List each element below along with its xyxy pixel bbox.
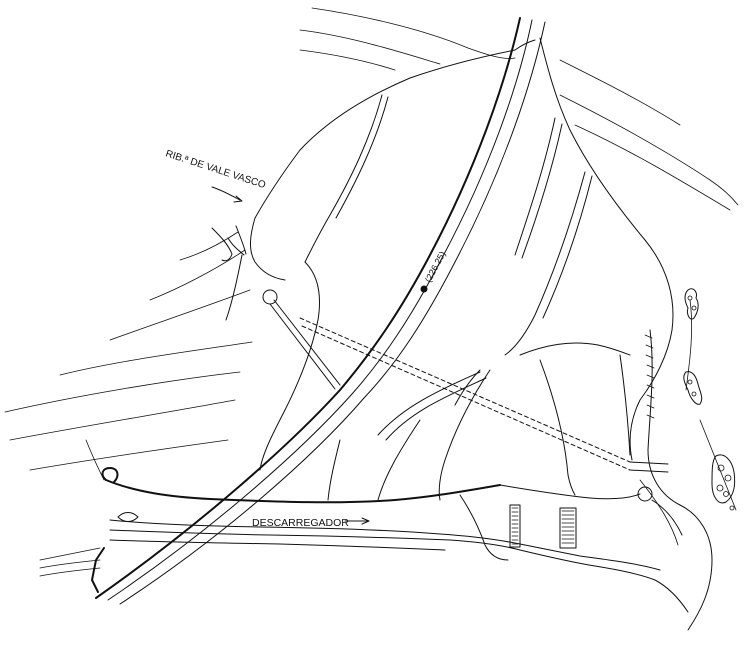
alignment-lines: [269, 299, 669, 473]
dam-body: [95, 17, 593, 605]
stream-channel: [211, 225, 247, 262]
contour-lines: [4, 7, 739, 577]
stream-label: RIB.ª DE VALE VASCO: [164, 148, 267, 191]
rock-outcrops: [683, 288, 736, 511]
spillway-arrow-head: [361, 517, 370, 525]
stream-flow-arrow: [211, 186, 241, 201]
elevation-label: (226.25): [423, 250, 448, 284]
spillway-label: DESCARREGADOR: [252, 517, 349, 529]
stream-arrow-head: [233, 195, 243, 203]
flow-arrows: [211, 186, 370, 525]
intake-tower-left: [262, 289, 278, 305]
elevation-marker: [420, 285, 428, 293]
terrain-outline: [225, 37, 674, 501]
intake-tower-right: [637, 486, 653, 502]
spillway-channel: [91, 467, 689, 613]
